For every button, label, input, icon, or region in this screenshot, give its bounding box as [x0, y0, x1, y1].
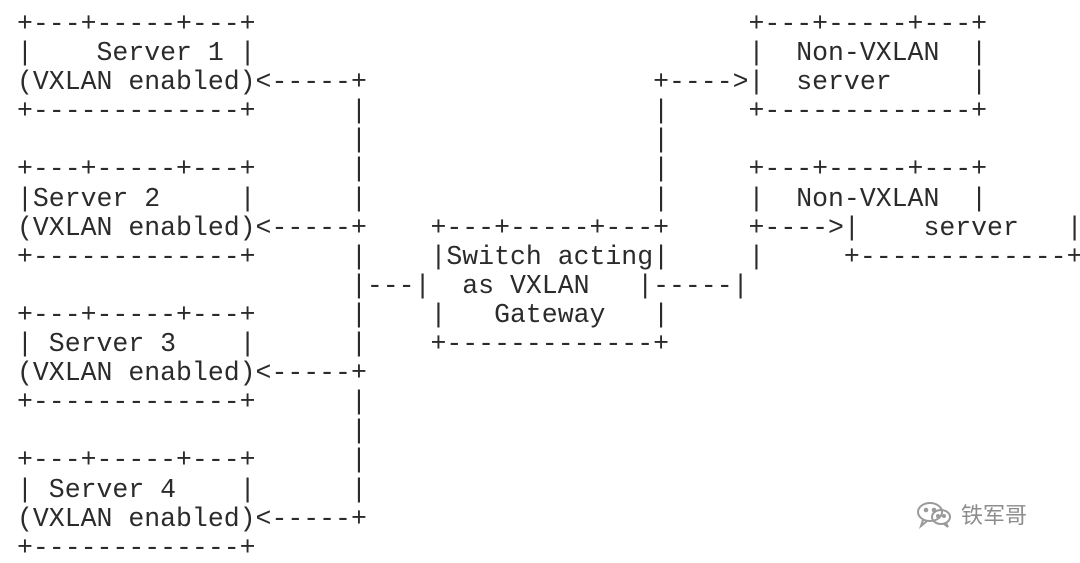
diagram-line: (VXLAN enabled)<-----+: [17, 358, 367, 389]
watermark: 铁军哥: [915, 498, 1027, 530]
diagram-line: +---+-----+---+ | | Gateway |: [17, 299, 670, 330]
diagram-line: |---| as VXLAN |-----|: [17, 270, 749, 301]
watermark-text: 铁军哥: [961, 504, 1028, 529]
diagram-line: +---+-----+---+ |: [17, 445, 367, 476]
diagram-line: +---+-----+---+ | | +---+-----+---+: [17, 154, 988, 185]
diagram-line: +-------------+: [17, 532, 256, 563]
ascii-network-diagram: +---+-----+---+ +---+-----+---+| Server …: [17, 9, 1080, 563]
diagram-line: | Server 4 | |: [17, 474, 367, 505]
diagram-line: |: [17, 416, 367, 447]
diagram-line: +-------------+ | |Switch acting| | +---…: [17, 241, 1080, 272]
diagram-line: +-------------+ |: [17, 387, 367, 418]
diagram-line: | Server 1 | | Non-VXLAN |: [17, 38, 988, 69]
diagram-line: +-------------+ | | +-------------+: [17, 96, 988, 127]
diagram-line: (VXLAN enabled)<-----+ +---->| server |: [17, 67, 988, 98]
diagram-line: (VXLAN enabled)<-----+: [17, 503, 367, 534]
diagram-line: | Server 3 | | +-------------+: [17, 329, 670, 360]
diagram-line: | |: [17, 125, 670, 156]
wechat-icon: [915, 499, 955, 529]
diagram-line: |Server 2 | | | | Non-VXLAN |: [17, 183, 988, 214]
diagram-line: (VXLAN enabled)<-----+ +---+-----+---+ +…: [17, 212, 1080, 243]
diagram-line: +---+-----+---+ +---+-----+---+: [17, 9, 988, 39]
